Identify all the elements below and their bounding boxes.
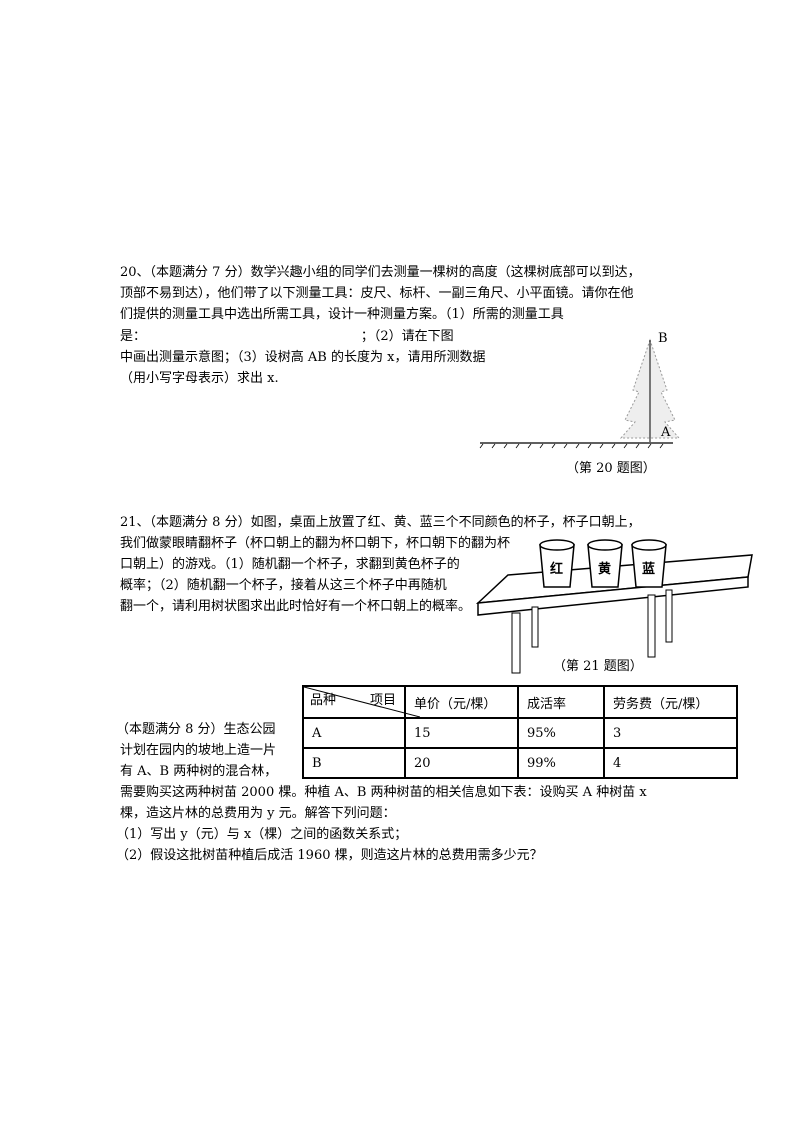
table-cell: 3	[603, 717, 738, 749]
q20-line: 顶部不易到达），他们带了以下测量工具：皮尺、标杆、一副三角尺、小平面镜。请你在他	[120, 286, 634, 301]
cup-label-red: 红	[550, 562, 564, 577]
table-row: A 15 95% 3	[302, 717, 738, 749]
table-with-cups-figure	[475, 539, 753, 674]
q22-line: 需要购买这两种树苗 2000 棵。种植 A、B 两种树苗的相关信息如下表：设购买…	[120, 785, 647, 800]
q22-side-line: 有 A、B 两种树的混合林，	[120, 764, 278, 779]
table-cell: A	[302, 717, 406, 749]
q21-line: 我们做蒙眼睛翻杯子（杯口朝上的翻为杯口朝下，杯口朝下的翻为杯	[120, 536, 511, 551]
q22-line: （2）假设这批树苗种植后成活 1960 棵，则造这片林的总费用需多少元？	[116, 848, 543, 863]
diagonal-line	[304, 687, 420, 717]
table-cell: 95%	[517, 717, 605, 749]
point-b-label: B	[658, 331, 668, 346]
cup-label-blue: 蓝	[642, 562, 656, 577]
table-cell: 15	[404, 717, 519, 749]
q22-line: 棵，造这片林的总费用为 y 元。解答下列问题：	[120, 806, 396, 821]
q20-line: 中画出测量示意图；（3）设树高 AB 的长度为 x，请用所测数据	[120, 350, 486, 365]
q20-line: 20、（本题满分 7 分）数学兴趣小组的同学们去测量一棵树的高度（这棵树底部可以…	[120, 265, 641, 280]
q20-line: 是： ；（2）请在下图	[120, 329, 454, 344]
q21-line: 翻一个，请利用树状图求出此时恰好有一个杯口朝上的概率。	[120, 599, 472, 614]
table-header-row: 品种 项目 单价（元/棵） 成活率 劳务费（元/棵）	[302, 685, 738, 719]
q21-line: 口朝上）的游戏。（1）随机翻一个杯子，求翻到黄色杯子的	[120, 557, 460, 572]
diagonal-header-cell: 品种 项目	[302, 685, 420, 719]
table-cell: 20	[404, 747, 519, 779]
header-cell: 劳务费（元/棵）	[603, 685, 738, 719]
corner-left-label: 品种	[310, 693, 337, 708]
q22-side-line: （本题满分 8 分）生态公园	[116, 722, 276, 737]
q22-side-line: 计划在园内的坡地上造一片	[120, 743, 277, 758]
seedling-info-table: 品种 项目 单价（元/棵） 成活率 劳务费（元/棵） A 15 95% 3 B …	[302, 685, 738, 779]
figure-20-caption: （第 20 题图）	[566, 461, 656, 476]
q21-line: 21、（本题满分 8 分）如图，桌面上放置了红、黄、蓝三个不同颜色的杯子，杯子口…	[120, 515, 641, 530]
q20-line: 们提供的测量工具中选出所需工具，设计一种测量方案。（1）所需的测量工具	[120, 307, 564, 322]
q22-line: （1）写出 y（元）与 x（棵）之间的函数关系式；	[116, 827, 408, 842]
q20-line: （用小写字母表示）求出 x.	[120, 371, 279, 386]
table-row: B 20 99% 4	[302, 747, 738, 779]
corner-right-label: 项目	[369, 693, 396, 708]
q21-line: 概率；（2）随机翻一个杯子，接着从这三个杯子中再随机	[120, 578, 447, 593]
point-a-label: A	[661, 425, 671, 440]
header-cell: 成活率	[517, 685, 605, 719]
header-cell: 单价（元/棵）	[404, 685, 519, 719]
figure-21-caption: （第 21 题图）	[553, 659, 643, 674]
tree-figure	[479, 338, 681, 449]
table-cell: 99%	[517, 747, 605, 779]
cup-label-yellow: 黄	[598, 562, 612, 577]
table-cell: B	[302, 747, 406, 779]
table-cell: 4	[603, 747, 738, 779]
